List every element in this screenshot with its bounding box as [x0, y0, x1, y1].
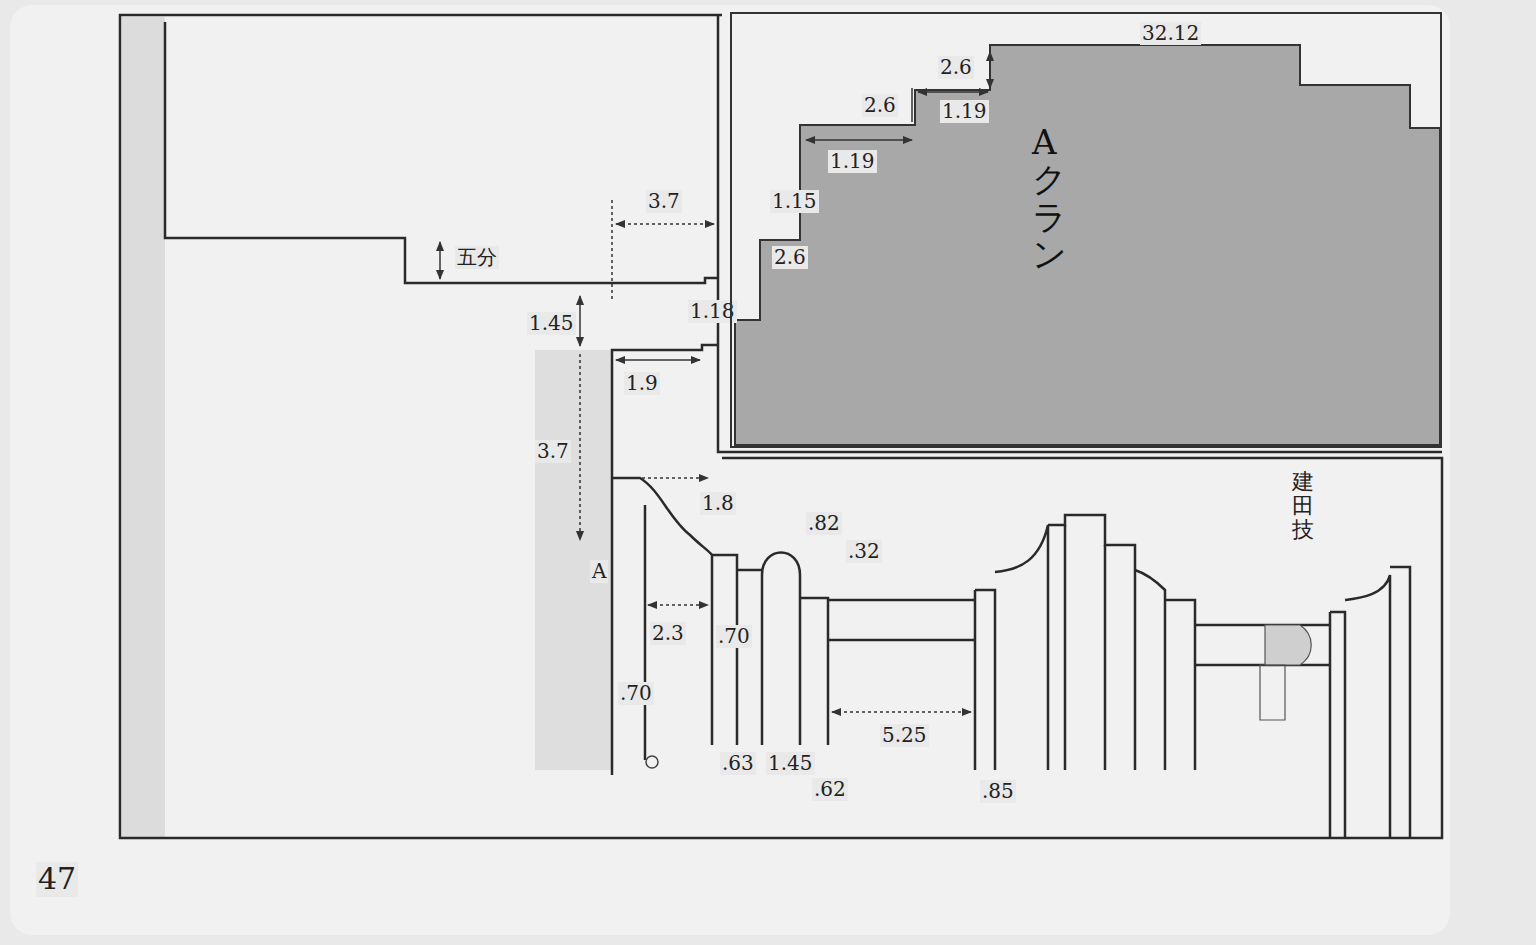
dimension-label: .82 [806, 512, 842, 535]
dimension-label: 1.8 [700, 492, 736, 515]
dimension-label: 1.45 [527, 312, 576, 335]
dimension-label: 1.15 [770, 190, 819, 213]
dimension-label: 3.7 [535, 440, 571, 463]
dimension-label: 32.12 [1140, 22, 1201, 45]
dimension-label: 2.6 [862, 94, 898, 117]
section-box: Aクラン [730, 12, 1442, 448]
dimension-label: A [590, 560, 608, 583]
page-number: 47 [36, 862, 78, 897]
title-note: 建田技 [1290, 470, 1316, 543]
dimension-label: .85 [980, 780, 1016, 803]
dimension-label: 1.19 [940, 100, 989, 123]
dimension-label: .32 [846, 540, 882, 563]
dimension-label: .62 [812, 778, 848, 801]
dimension-label: 1.9 [624, 372, 660, 395]
dimension-label: 3.7 [646, 190, 682, 213]
dimension-label: .70 [716, 625, 752, 648]
section-label: Aクラン [1032, 124, 1066, 274]
dimension-label: .70 [618, 682, 654, 705]
dimension-label: 5.25 [880, 724, 929, 747]
dimension-label: 五分 [455, 246, 499, 269]
dimension-label: 2.6 [772, 246, 808, 269]
dimension-label: 2.6 [938, 56, 974, 79]
dimension-label: 1.19 [828, 150, 877, 173]
dimension-label: 2.3 [650, 622, 686, 645]
dimension-label: 1.45 [766, 752, 815, 775]
dimension-label: .63 [720, 752, 756, 775]
